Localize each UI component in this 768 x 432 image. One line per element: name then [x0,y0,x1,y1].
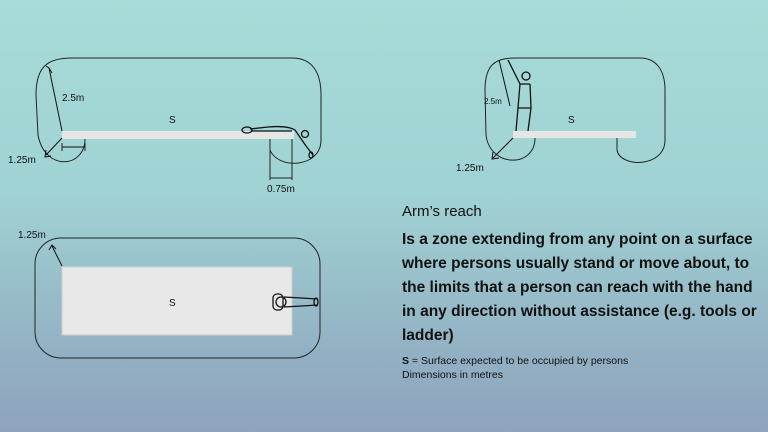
legend-text: = Surface expected to be occupied by per… [409,355,629,367]
surface [61,266,293,336]
side-reach-down-label: 1.25m [8,155,36,166]
standing-surface-label: S [568,115,575,126]
standing-reach-up-label: 2.5m [484,97,502,106]
side-view-diagram [35,57,322,180]
surface [62,131,294,139]
definition-title: Arm’s reach [402,203,482,220]
legend-note: S = Surface expected to be occupied by p… [402,354,764,382]
reach-zone-outline [484,57,666,163]
surface [513,131,636,138]
standing-view-diagram [484,57,666,163]
standing-reach-down-label: 1.25m [456,163,484,174]
top-reach-label: 1.25m [18,230,46,241]
side-reach-side-label: 0.75m [267,184,295,195]
side-reach-up-label: 2.5m [62,93,84,104]
standing-person-icon [507,59,532,132]
definition-text: Is a zone extending from any point on a … [402,231,757,344]
side-surface-label: S [169,115,176,126]
reach-zone-outline [35,57,322,164]
person-top-view-icon [272,293,319,311]
legend-key: S [402,355,410,367]
definition-panel: Arm’s reach Is a zone extending from any… [402,202,764,382]
dimensions-note: Dimensions in metres [402,369,503,381]
top-surface-label: S [169,298,176,309]
top-view-diagram [34,237,321,359]
lying-person-icon [241,125,314,159]
reach-zone-outline [34,237,321,359]
